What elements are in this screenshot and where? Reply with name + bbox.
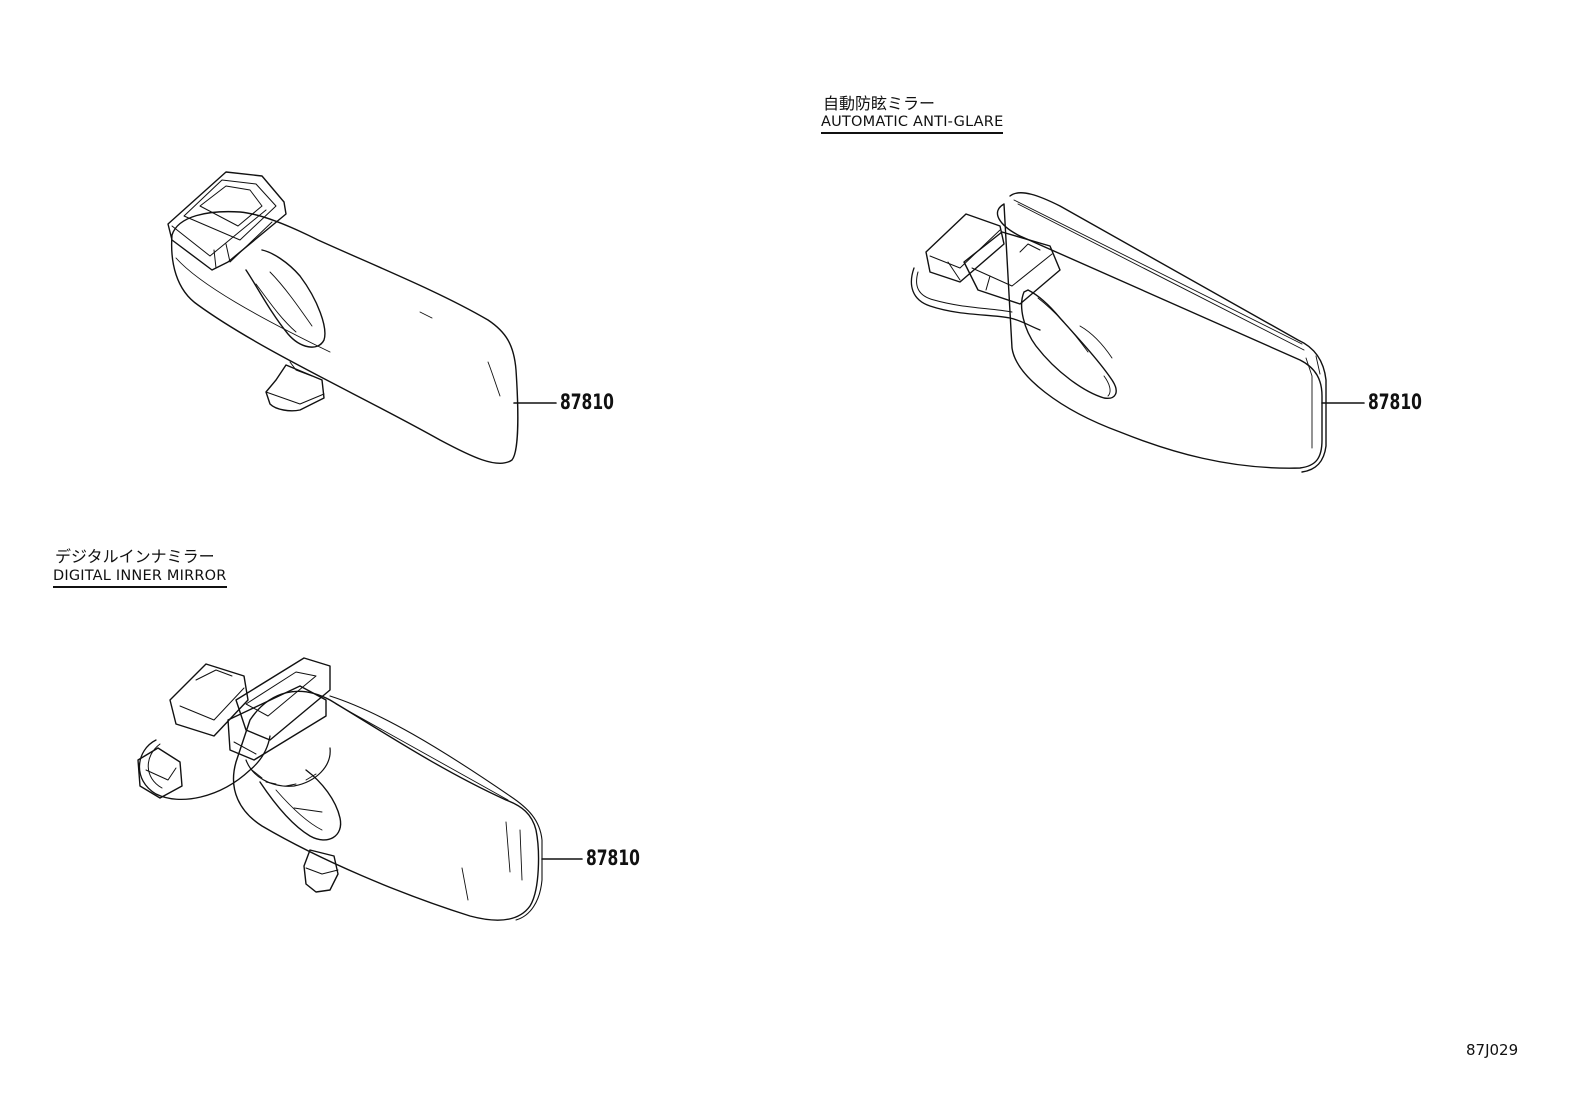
part-number-standard: 87810: [560, 390, 614, 414]
variant-title-en-digital-mirror: DIGITAL INNER MIRROR: [53, 568, 227, 588]
figure-id: 87J029: [1466, 1041, 1519, 1059]
variant-title-jp-auto-anti-glare: 自動防眩ミラー: [823, 94, 936, 113]
variant-title-en-auto-anti-glare: AUTOMATIC ANTI-GLARE: [821, 114, 1004, 134]
variant-title-jp-digital-mirror: デジタルインナミラー: [55, 547, 215, 566]
part-number-auto-anti-glare: 87810: [1368, 390, 1422, 414]
mirror-illustration-digital: [137, 657, 543, 921]
part-number-digital-mirror: 87810: [586, 846, 640, 870]
mirror-illustration-standard: [167, 171, 519, 464]
mirror-illustration-auto-anti-glare: [910, 192, 1327, 473]
